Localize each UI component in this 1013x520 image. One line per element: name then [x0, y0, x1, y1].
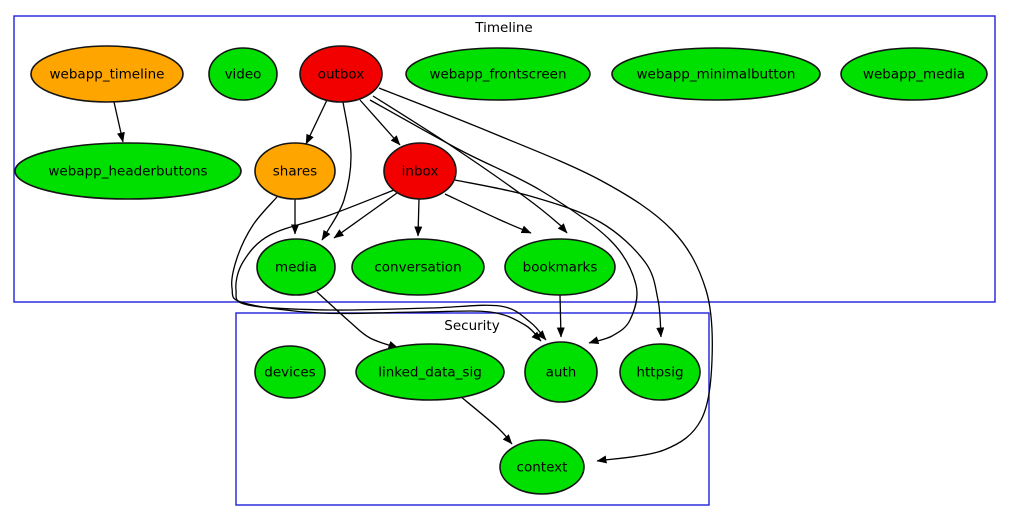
node-webapp_timeline-label: webapp_timeline	[50, 67, 165, 83]
edge-inbox-to-bookmarks	[444, 193, 532, 234]
node-webapp_media-shape	[840, 47, 988, 101]
node-webapp_media: webapp_media	[840, 47, 988, 101]
node-video-label: video	[225, 67, 262, 83]
cluster-security-label: Security	[444, 318, 499, 334]
node-webapp_headerbuttons-shape	[14, 142, 242, 200]
node-media: media	[256, 238, 336, 296]
node-auth-label: auth	[546, 365, 577, 381]
node-devices: devices	[254, 345, 326, 399]
edge-bookmarks-to-auth	[556, 294, 565, 338]
node-webapp_media-label: webapp_media	[863, 67, 965, 83]
node-video-shape	[208, 47, 278, 101]
node-conversation: conversation	[351, 238, 485, 296]
edge-outbox-to-shares	[305, 99, 328, 145]
edge-outbox-to-inbox	[359, 99, 401, 146]
edge-inbox-to-httpsig	[454, 179, 665, 338]
edge-outbox-to-media	[321, 101, 352, 241]
edges-layer	[113, 87, 713, 464]
node-media-shape	[256, 238, 336, 296]
node-inbox: inbox	[383, 142, 457, 200]
node-conversation-shape	[351, 238, 485, 296]
edge-outbox-to-context	[378, 87, 713, 464]
node-outbox-label: outbox	[318, 67, 365, 83]
node-webapp_headerbuttons: webapp_headerbuttons	[14, 142, 242, 200]
node-bookmarks-label: bookmarks	[523, 260, 598, 276]
node-shares-label: shares	[273, 164, 317, 180]
node-httpsig-label: httpsig	[636, 365, 683, 381]
edge-outbox-to-auth	[369, 99, 638, 345]
node-webapp_timeline-shape	[30, 45, 184, 103]
node-webapp_minimalbutton: webapp_minimalbutton	[611, 47, 821, 101]
node-shares: shares	[254, 142, 336, 200]
node-bookmarks-shape	[504, 238, 616, 296]
node-conversation-label: conversation	[374, 260, 461, 276]
node-context: context	[499, 439, 585, 495]
node-webapp_timeline: webapp_timeline	[30, 45, 184, 103]
node-webapp_minimalbutton-label: webapp_minimalbutton	[637, 67, 796, 83]
node-httpsig: httpsig	[619, 343, 701, 401]
node-webapp_frontscreen-label: webapp_frontscreen	[429, 67, 566, 83]
node-inbox-label: inbox	[402, 164, 439, 180]
node-httpsig-shape	[619, 343, 701, 401]
edge-linked_data_sig-to-context	[459, 395, 513, 445]
cluster-timeline-box	[13, 15, 996, 303]
node-inbox-shape	[383, 142, 457, 200]
cluster-security-box	[235, 312, 710, 506]
node-auth-shape	[524, 341, 598, 403]
node-auth: auth	[524, 341, 598, 403]
nodes-layer: webapp_timeline video outbox webapp_frontsc…	[14, 45, 988, 495]
node-webapp_headerbuttons-label: webapp_headerbuttons	[48, 164, 207, 180]
edge-media-to-linked_data_sig	[316, 291, 399, 349]
node-webapp_minimalbutton-shape	[611, 47, 821, 101]
edge-inbox-to-conversation	[414, 198, 423, 237]
node-outbox-shape	[299, 45, 383, 103]
cluster-timeline-label: Timeline	[474, 20, 532, 36]
node-video: video	[208, 47, 278, 101]
node-media-label: media	[275, 260, 317, 276]
node-webapp_frontscreen-shape	[405, 47, 591, 101]
node-shares-shape	[254, 142, 336, 200]
node-outbox: outbox	[299, 45, 383, 103]
edge-webapp_timeline-to-webapp_headerbuttons	[113, 101, 125, 143]
edge-inbox-to-media	[333, 192, 398, 239]
node-linked_data_sig: linked_data_sig	[355, 343, 505, 401]
node-devices-label: devices	[264, 365, 315, 381]
node-bookmarks: bookmarks	[504, 238, 616, 296]
node-linked_data_sig-shape	[355, 343, 505, 401]
node-linked_data_sig-label: linked_data_sig	[378, 365, 482, 381]
edge-shares-to-auth	[231, 196, 542, 342]
node-webapp_frontscreen: webapp_frontscreen	[405, 47, 591, 101]
node-context-label: context	[517, 460, 568, 476]
node-context-shape	[499, 439, 585, 495]
node-devices-shape	[254, 345, 326, 399]
